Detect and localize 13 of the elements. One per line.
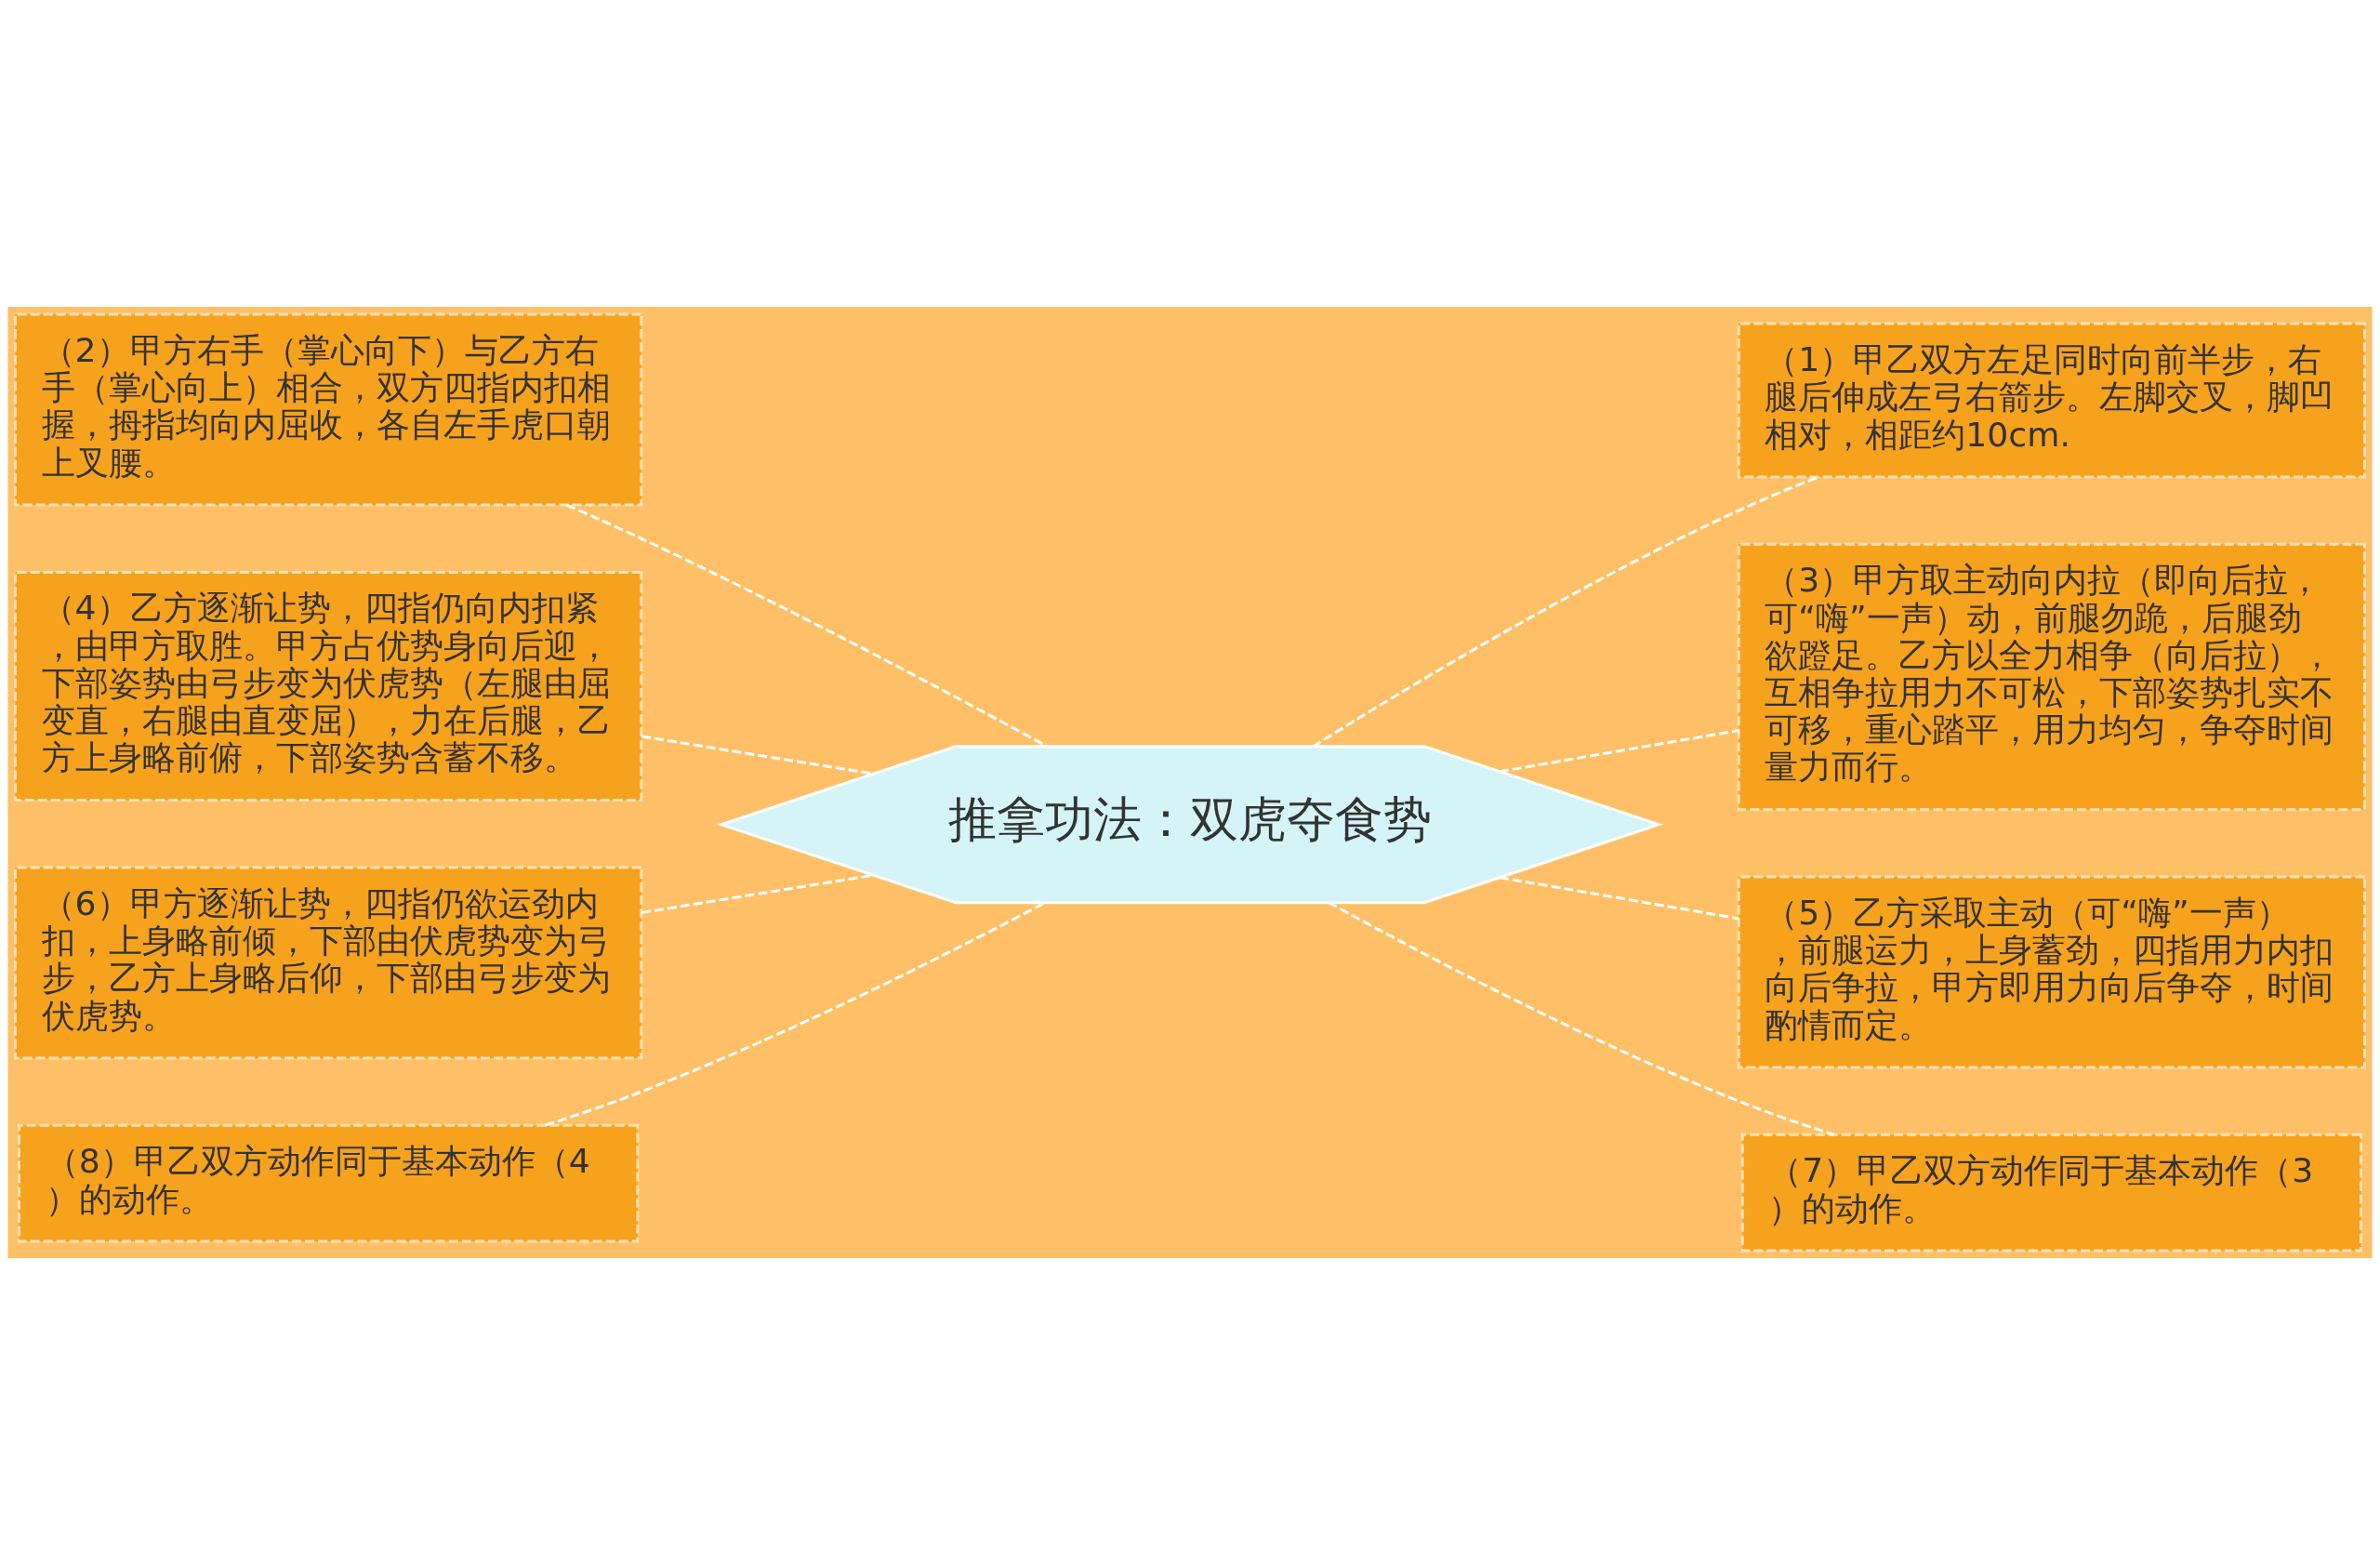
connector [1499, 728, 1739, 773]
connector [1499, 875, 1739, 920]
node-box: （3）甲方取主动向内拉（即向后拉，可“嗨”一声）动，前腿勿跪，后腿劲欲蹬足。乙方以全力相争（向后拉），互相争拉用力不可松，下部姿势扎实不可移，重心踏平，用力均匀，争夺时间量力而行。 [1737, 542, 2366, 811]
node-box: （1）甲乙双方左足同时向前半步，右腿后伸成左弓右箭步。左脚交叉，脚凹相对，相距约10cm. [1737, 322, 2366, 478]
node-box: （8）甲乙双方动作同于基本动作（4）的动作。 [18, 1123, 640, 1242]
node-box: （4）乙方逐渐让势，四指仍向内扣紧，由甲方取胜。甲方占优势身向后迎，下部姿势由弓步变为伏虎势（左腿由屈变直，右腿由直变屈），力在后腿，乙方上身略前俯，下部姿势含蓄不移。 [14, 570, 643, 802]
node-box: （5）乙方采取主动（可“嗨”一声），前腿运力，上身蓄劲，四指用力内扣向后争拉，甲方即用力向后争夺，时间酌情而定。 [1737, 875, 2366, 1068]
node-box: （2）甲方右手（掌心向下）与乙方右手（掌心向上）相合，双方四指内扣相握，拇指均向内屈收，各自左手虎口朝上叉腰。 [14, 312, 643, 507]
node-box: （7）甲乙双方动作同于基本动作（3）的动作。 [1740, 1133, 2362, 1252]
node-box: （6）甲方逐渐让势，四指仍欲运劲内扣，上身略前倾，下部由伏虎势变为弓步，乙方上身略后仰，下部由弓步变为伏虎势。 [14, 865, 643, 1059]
connector [1312, 475, 1819, 748]
connector [565, 503, 1049, 748]
connector [641, 735, 874, 775]
